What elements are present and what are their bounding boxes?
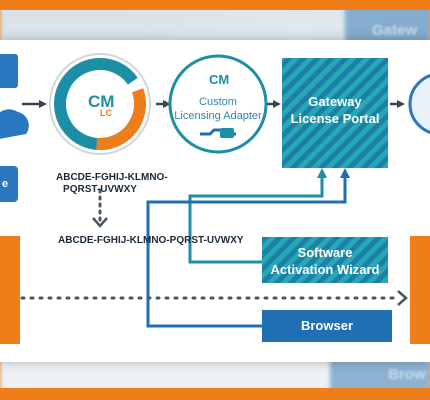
portal-label-line2: License Portal (290, 111, 380, 126)
wizard-label-line2: Activation Wizard (270, 262, 380, 277)
cm-logo-text: CM (88, 92, 115, 111)
bottom-orange-band (0, 388, 430, 400)
diagram-panel: CM LC CM Custom Licensing Adapter Gatewa… (0, 40, 430, 362)
left-blue-node-bottom (0, 166, 18, 202)
licensing-flow-diagram (0, 53, 430, 344)
adapter-label-line1: Custom (199, 96, 237, 108)
top-orange-band (0, 0, 430, 10)
background-ghost-portal-text: Gatew (372, 22, 418, 39)
browser-box (262, 310, 392, 342)
right-orange-box (410, 236, 430, 344)
ticket-code-full: ABCDE-FGHIJ-KLMNO-PQRST-UVWXY (58, 235, 244, 246)
license-central-node (49, 53, 151, 155)
browser-label: Browser (300, 318, 354, 333)
lc-logo-text: LC (100, 108, 112, 118)
adapter-node (168, 54, 268, 154)
dotted-arrow-horizontal-head (397, 290, 408, 306)
cloud-icon (0, 109, 29, 139)
background-ghost-browser-text: Brow (388, 366, 426, 383)
left-partial-label: e (2, 178, 9, 190)
dotted-arrow-head (92, 217, 108, 228)
wizard-label-line1: Software (297, 245, 353, 260)
adapter-label-line2: Licensing Adapter (174, 110, 262, 122)
activation-wizard-box (262, 237, 388, 283)
adapter-logo-text: CM (209, 72, 230, 87)
portal-label-line1: Gateway (308, 94, 362, 109)
left-orange-box (0, 236, 20, 344)
right-partial-node (408, 74, 430, 134)
browser-to-portal-connector (146, 168, 350, 328)
ticket-code-line2: PQRST-UVWXY (63, 184, 137, 195)
license-portal-box (282, 58, 388, 168)
wizard-to-portal-connector (188, 168, 327, 264)
ticket-code-line1: ABCDE-FGHIJ-KLMNO- (56, 172, 168, 183)
left-blue-node-top (0, 54, 18, 88)
